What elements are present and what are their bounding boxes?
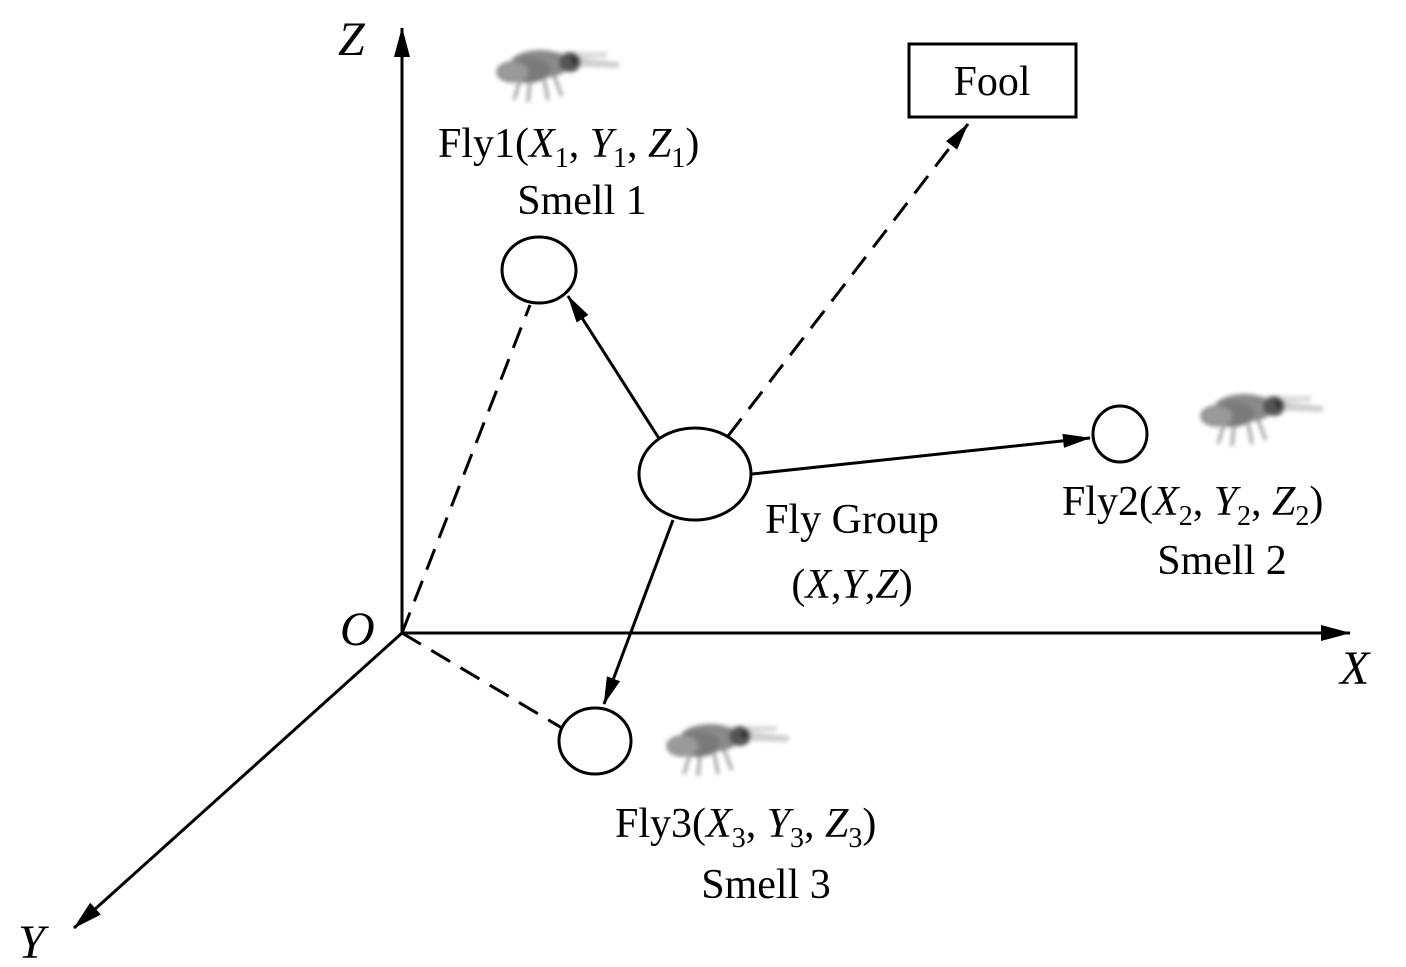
- coordinate-axes: [72, 27, 1351, 930]
- fly-icon: [664, 722, 792, 778]
- fly2-coordinates-label: Fly2(X2, Y2, Z2): [1062, 479, 1323, 532]
- y-axis-label: Y: [18, 916, 49, 967]
- y-axis: [72, 631, 404, 930]
- food-box: Fool: [907, 42, 1078, 119]
- arrow-to-fly1: [566, 295, 662, 441]
- fly1-position-circle: [500, 235, 578, 305]
- fly2-name: Fly2: [1062, 479, 1139, 525]
- fly-icon: [1198, 392, 1326, 448]
- arrow-to-fly3: [602, 519, 675, 705]
- z-axis-label: Z: [338, 13, 366, 66]
- fly1-name: Fly1: [438, 121, 515, 167]
- fly2-smell-label: Smell 2: [1157, 538, 1287, 584]
- origin-to-fly1-dashed: [400, 304, 532, 634]
- fly3-position-circle: [557, 706, 633, 776]
- fly-group-circle: [637, 426, 753, 522]
- origin-to-fly3-dashed: [401, 631, 563, 730]
- food-label: Fool: [953, 59, 1030, 105]
- food-box-frame: [907, 42, 1078, 119]
- fly1-smell-label: Smell 1: [517, 178, 647, 224]
- fly3-coordinates-label: Fly3(X3, Y3, Z3): [615, 801, 876, 854]
- x-axis-label: X: [1338, 642, 1371, 695]
- dashed-lines: [400, 123, 970, 730]
- group-to-food-dashed: [726, 123, 970, 437]
- fly3-smell-label: Smell 3: [701, 862, 831, 908]
- arrow-to-fly2: [751, 433, 1091, 476]
- fly-group-coordinates: (X,Y,Z): [791, 562, 912, 608]
- search-arrows: [566, 295, 1091, 705]
- fly3-name: Fly3: [615, 801, 692, 847]
- fly2-position-circle: [1091, 404, 1149, 464]
- fly-group-label: Fly Group: [765, 497, 939, 543]
- fly-icon: [494, 48, 622, 104]
- fly1-coordinates-label: Fly1(X1, Y1, Z1): [438, 121, 699, 174]
- origin-label: O: [340, 603, 375, 656]
